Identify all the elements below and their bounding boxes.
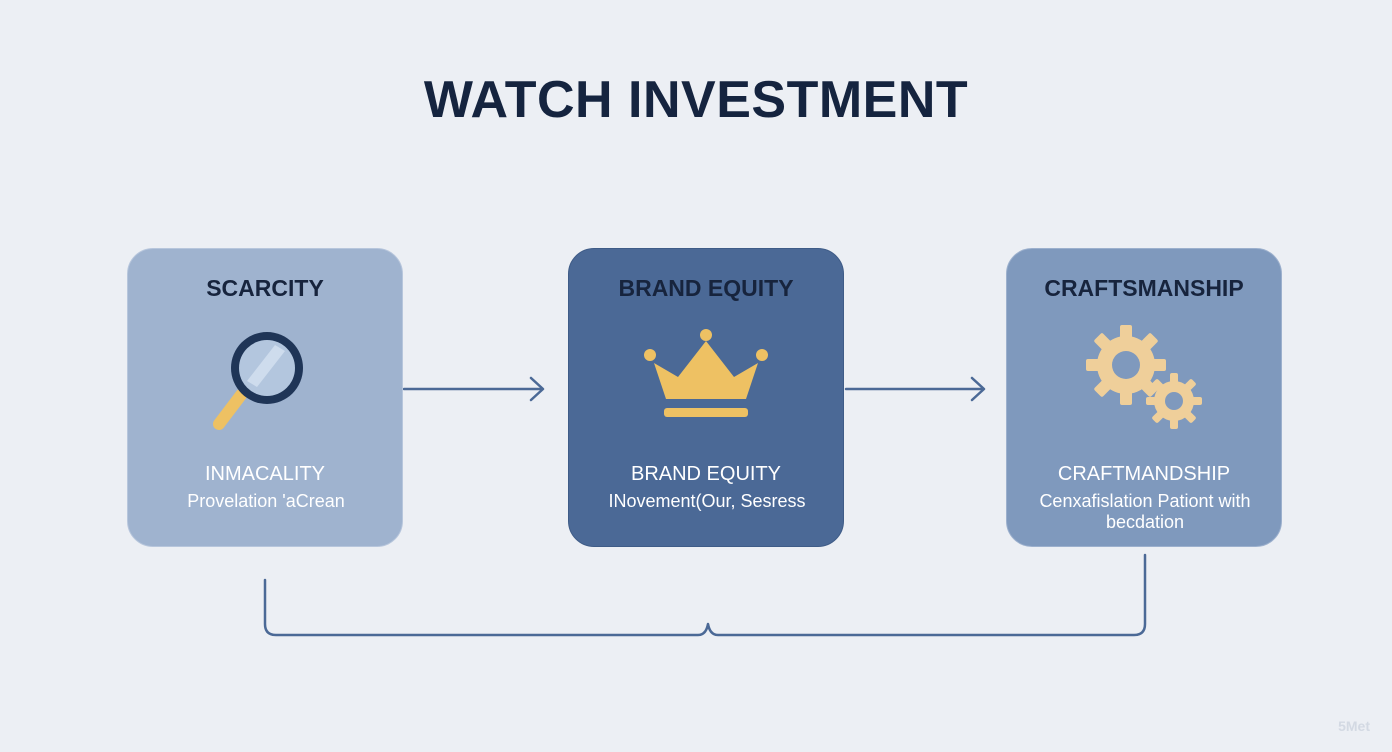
card-craftsmanship: CRAFTSMANSHIP	[1006, 248, 1282, 547]
card-brand-equity: BRAND EQUITY BRAND EQUITY INovement(Our,…	[568, 248, 844, 547]
card-heading: SCARCITY	[206, 275, 324, 301]
card-subtitle: BRAND EQUITY	[630, 463, 782, 485]
bracket-connector	[263, 553, 1147, 637]
gears-icon	[1007, 323, 1281, 443]
card-description: INovement(Our, Sesress	[608, 491, 806, 511]
card-description: Cenxafislation Pationt with becdation	[1039, 491, 1251, 532]
card-heading: BRAND EQUITY	[618, 275, 794, 301]
arrow-scarcity-to-brand-equity	[402, 376, 545, 402]
magnifying-glass-icon	[128, 323, 402, 443]
arrow-brand-equity-to-craftsmanship	[844, 376, 986, 402]
card-subtitle: INMACALITY	[204, 463, 326, 485]
card-heading: CRAFTSMANSHIP	[1044, 275, 1244, 301]
watermark: 5Met	[1338, 718, 1370, 734]
card-description: Provelation 'aCrean	[187, 491, 345, 511]
diagram-title: WATCH INVESTMENT	[423, 71, 969, 129]
card-scarcity: SCARCITY INMACALITY Provelation 'aCrean	[127, 248, 403, 547]
card-subtitle: CRAFTMANDSHIP	[1057, 463, 1231, 485]
crown-icon	[569, 323, 843, 443]
